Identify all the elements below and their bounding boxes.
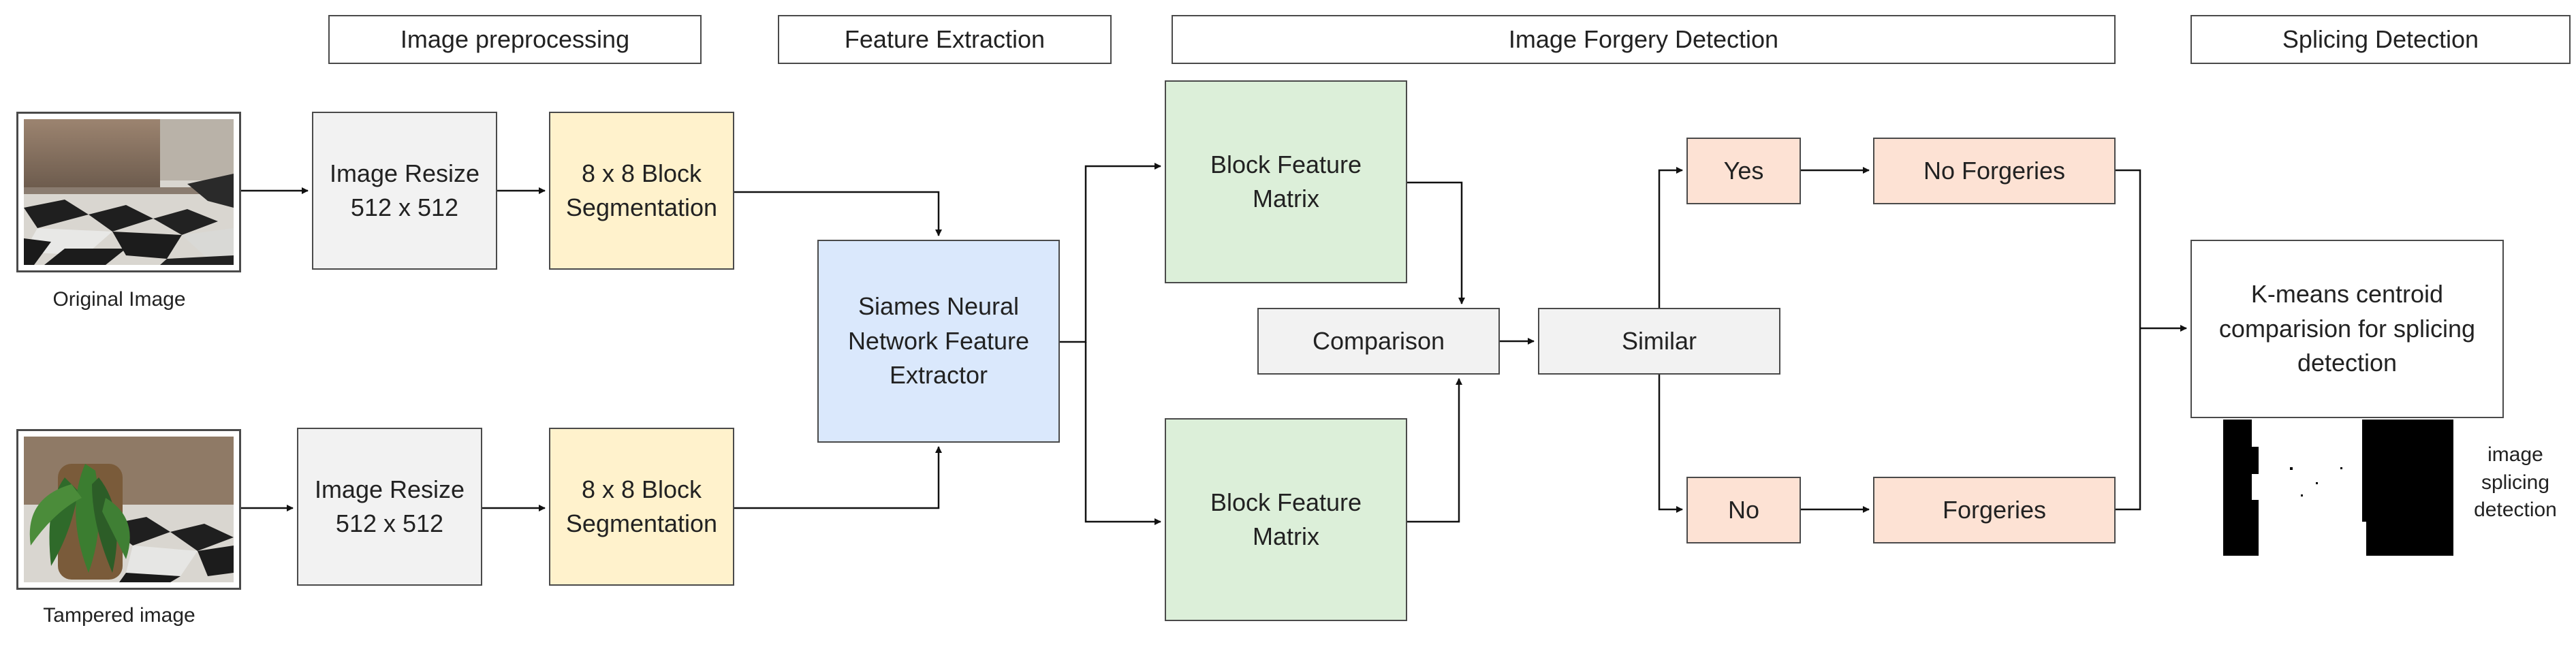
block-segmentation-bottom-box: 8 x 8 Block Segmentation <box>549 428 734 586</box>
line-no-forgeries-to-kmeans <box>2116 169 2141 511</box>
comparison-box: Comparison <box>1257 308 1500 375</box>
arrow-extractor-to-matrix-top <box>1060 163 1161 343</box>
image-resize-bottom-box: Image Resize 512 x 512 <box>297 428 482 586</box>
arrow-extractor-to-matrix-bottom <box>1084 342 1161 525</box>
no-box: No <box>1686 477 1801 543</box>
splicing-result-image <box>2220 420 2453 556</box>
yes-box: Yes <box>1686 138 1801 204</box>
arrow-matrix-bottom-to-comparison <box>1407 378 1462 523</box>
image-resize-top-box: Image Resize 512 x 512 <box>312 112 497 270</box>
header-image-forgery-detection: Image Forgery Detection <box>1172 15 2116 64</box>
kmeans-splicing-box: K-means centroid comparision for splicin… <box>2190 240 2504 418</box>
arrow-segment-bottom-to-extractor <box>734 446 942 509</box>
no-forgeries-box: No Forgeries <box>1873 138 2116 204</box>
arrow-segment-top-to-extractor <box>734 191 942 236</box>
original-image-thumbnail <box>16 112 241 272</box>
tampered-image-picture <box>24 437 234 582</box>
arrow-similar-to-no <box>1658 375 1683 513</box>
splicing-result-caption: image splicing detection <box>2474 443 2557 521</box>
siamese-feature-extractor-box: Siames Neural Network Feature Extractor <box>817 240 1060 443</box>
block-feature-matrix-top-box: Block Feature Matrix <box>1165 80 1407 283</box>
arrow-matrix-top-to-comparison <box>1407 181 1465 304</box>
splicing-mask-picture <box>2220 420 2453 556</box>
tampered-image-caption: Tampered image <box>43 604 195 627</box>
similar-box: Similar <box>1538 308 1780 375</box>
forgeries-box: Forgeries <box>1873 477 2116 543</box>
original-image-picture <box>24 119 234 265</box>
arrow-similar-to-yes <box>1658 167 1683 308</box>
block-feature-matrix-bottom-box: Block Feature Matrix <box>1165 418 1407 621</box>
original-image-caption: Original Image <box>52 288 186 311</box>
header-splicing-detection: Splicing Detection <box>2190 15 2571 64</box>
tampered-image-thumbnail <box>16 429 241 590</box>
block-segmentation-top-box: 8 x 8 Block Segmentation <box>549 112 734 270</box>
header-feature-extraction: Feature Extraction <box>778 15 1112 64</box>
header-image-preprocessing: Image preprocessing <box>328 15 702 64</box>
